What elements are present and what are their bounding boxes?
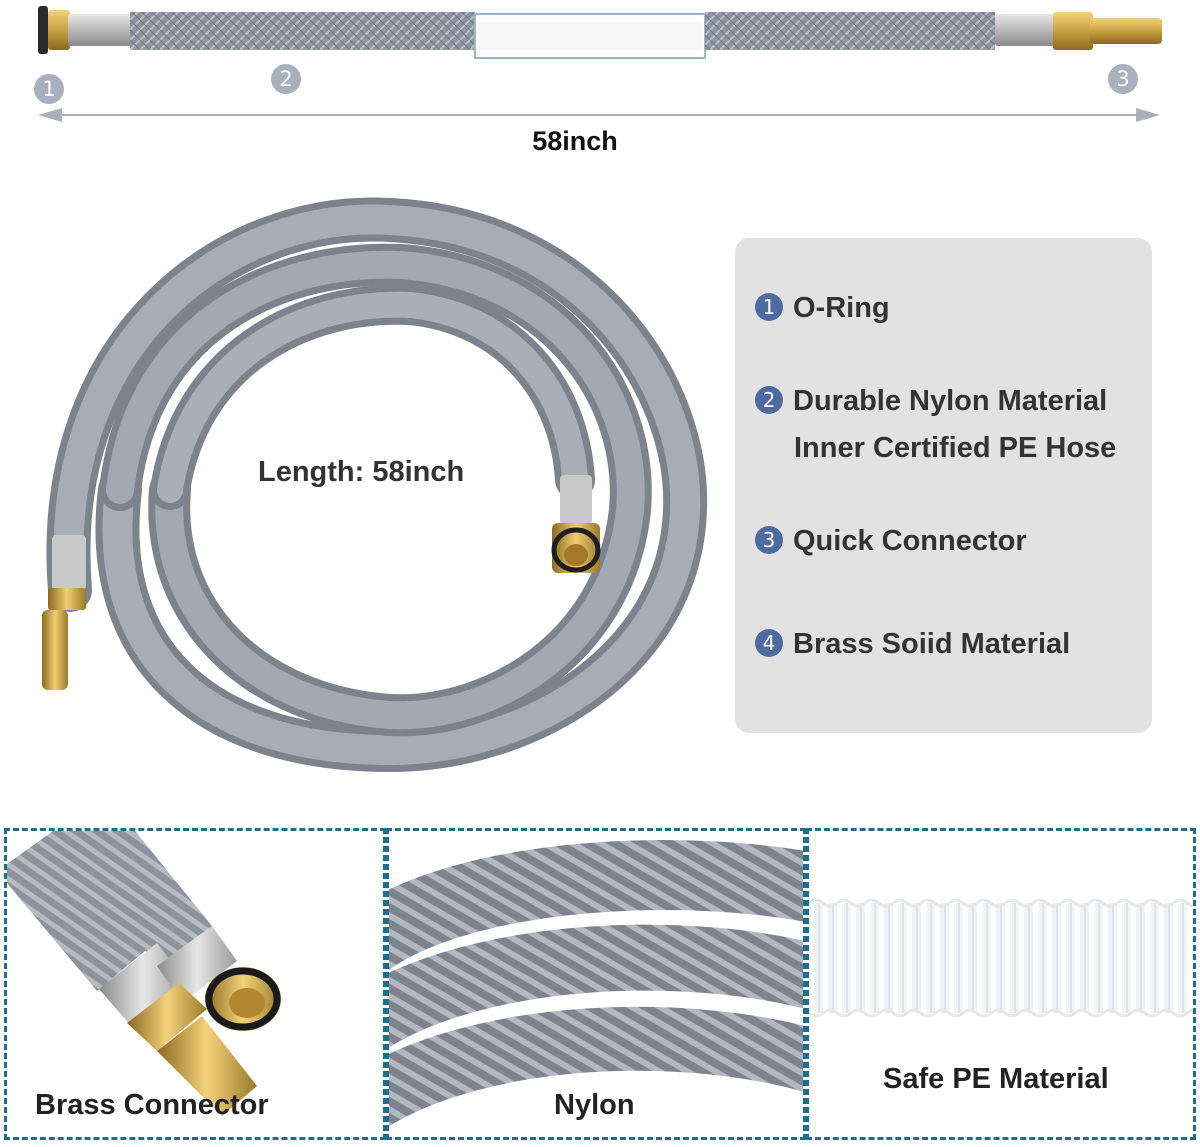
brass-connector-panel: Brass Connector [4, 828, 386, 1140]
length-dimension-label: 58inch [532, 126, 618, 156]
legend-number-badge: 3 [755, 526, 783, 554]
feature-legend: 1 O-Ring 2 Durable Nylon Material Inner Ce… [735, 238, 1152, 733]
nylon-label: Nylon [554, 1089, 635, 1121]
marker-2-badge: 2 [271, 64, 301, 94]
brass-connector-label: Brass Connector [35, 1089, 269, 1121]
pe-material-panel: Safe PE Material [806, 828, 1196, 1140]
legend-item-pe-hose: Inner Certified PE Hose [755, 425, 1116, 472]
legend-item-label: Durable Nylon Material [793, 385, 1108, 417]
legend-item-nylon: 2 Durable Nylon Material [755, 378, 1107, 425]
marker-3-badge: 3 [1108, 64, 1138, 94]
legend-number-badge: 4 [755, 629, 783, 657]
hose-length-text: Length: 58inch [258, 456, 465, 488]
pe-hose-closeup [809, 898, 1193, 1018]
nylon-braid-closeup [389, 840, 803, 1127]
legend-number-badge: 1 [755, 293, 783, 321]
legend-item-label: Brass Soiid Material [793, 628, 1071, 660]
legend-item-label: Quick Connector [793, 525, 1027, 557]
nylon-panel: Nylon [386, 828, 806, 1140]
straight-hose-diagram [0, 0, 1200, 170]
legend-item-o-ring: 1 O-Ring [755, 285, 890, 332]
legend-item-quick-connector: 3 Quick Connector [755, 518, 1027, 565]
legend-item-label: O-Ring [793, 292, 890, 324]
marker-1-badge: 1 [34, 74, 64, 104]
brass-connector-closeup [7, 831, 281, 1116]
coiled-hose-photo [30, 190, 720, 780]
coiled-hose-illustration [42, 197, 708, 773]
legend-number-badge: 2 [755, 386, 783, 414]
straight-hose-illustration [38, 6, 1162, 122]
legend-item-brass: 4 Brass Soiid Material [755, 621, 1070, 668]
pe-material-label: Safe PE Material [883, 1063, 1109, 1095]
legend-item-label: Inner Certified PE Hose [794, 432, 1117, 464]
